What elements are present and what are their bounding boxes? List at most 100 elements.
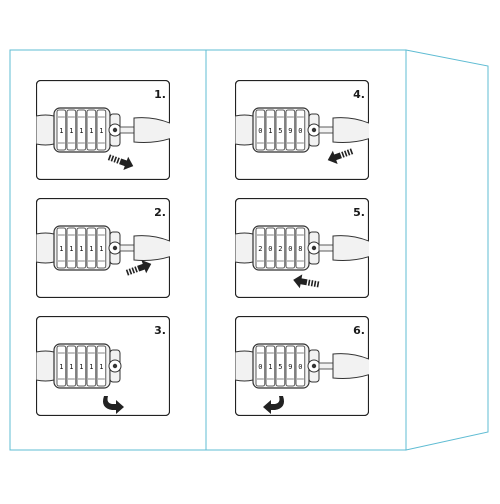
dial-wheel xyxy=(265,227,276,269)
combination-dial: 9 xyxy=(285,109,296,151)
arrow-body xyxy=(263,396,284,414)
combination-dial: 1 xyxy=(86,345,97,387)
keyhole-center xyxy=(311,245,317,251)
arrow-stripe xyxy=(349,148,354,155)
dial-wheel xyxy=(76,109,87,151)
step-number: 1. xyxy=(154,88,166,101)
rotate-arrow-icon xyxy=(103,396,124,414)
combination-dial: 0 xyxy=(285,227,296,269)
direction-arrow-icon xyxy=(327,148,354,164)
combination-dial: 2 xyxy=(275,227,286,269)
right-face xyxy=(405,49,489,451)
arrow-head xyxy=(293,274,308,289)
arrow-stripe xyxy=(116,157,120,164)
push-arrow-icon xyxy=(107,154,134,170)
combination-dial: 1 xyxy=(66,227,77,269)
dial-digit: 0 xyxy=(298,127,302,135)
combination-dial: 1 xyxy=(86,227,97,269)
combination-dial: 1 xyxy=(56,345,67,387)
dial-digit: 0 xyxy=(268,245,272,253)
direction-arrow-icon xyxy=(125,260,152,276)
combination-dial: 1 xyxy=(265,109,276,151)
dial-wheel xyxy=(295,109,306,151)
dial-digit: 8 xyxy=(298,245,302,253)
dial-digit: 1 xyxy=(79,127,83,135)
combination-dial: 1 xyxy=(56,227,67,269)
dial-wheel xyxy=(255,109,266,151)
dial-wheel xyxy=(265,345,276,387)
arrow-stripe xyxy=(128,268,133,275)
dial-wheel xyxy=(86,345,97,387)
dial-wheel xyxy=(86,109,97,151)
dial-wheel xyxy=(295,345,306,387)
dial-wheel xyxy=(66,227,77,269)
arrow-stripe xyxy=(113,156,118,163)
dial-wheel xyxy=(265,109,276,151)
dial-digit: 1 xyxy=(69,363,73,371)
combination-dial: 1 xyxy=(96,227,107,269)
direction-arrow-icon xyxy=(293,274,320,289)
combination-dial: 0 xyxy=(255,345,266,387)
combination-dial: 0 xyxy=(265,227,276,269)
dial-wheel xyxy=(56,227,67,269)
key-handle xyxy=(133,235,170,261)
dial-digit: 2 xyxy=(258,245,262,253)
dial-wheel xyxy=(285,109,296,151)
dial-wheel xyxy=(285,227,296,269)
arrow-stripe xyxy=(307,279,311,286)
dial-digit: 1 xyxy=(69,245,73,253)
combination-dial: 1 xyxy=(76,227,87,269)
key-handle xyxy=(332,353,369,379)
combination-dial: 1 xyxy=(66,109,77,151)
dial-wheel xyxy=(96,109,107,151)
arrow-stripe xyxy=(343,150,348,157)
step-number: 2. xyxy=(154,206,166,219)
dial-wheel xyxy=(56,109,67,151)
combination-dial: 9 xyxy=(285,345,296,387)
key-shaft xyxy=(318,244,334,252)
dial-digit: 1 xyxy=(59,245,63,253)
dial-digit: 2 xyxy=(278,245,282,253)
dial-wheel xyxy=(255,345,266,387)
dial-wheel xyxy=(96,227,107,269)
dial-digit: 5 xyxy=(278,363,282,371)
combination-dial: 0 xyxy=(295,109,306,151)
arrow-stripe xyxy=(341,151,345,158)
dial-wheel xyxy=(66,345,77,387)
combination-dial: 1 xyxy=(96,345,107,387)
direction-arrow-icon xyxy=(263,396,284,414)
step-number: 4. xyxy=(353,88,365,101)
keyhole-center xyxy=(112,245,118,251)
direction-arrow-icon xyxy=(107,154,134,170)
combination-dial: 0 xyxy=(295,345,306,387)
arrow-stripe xyxy=(134,266,138,273)
dial-digit: 1 xyxy=(268,363,272,371)
keyhole-center xyxy=(112,363,118,369)
dial-digit: 1 xyxy=(89,127,93,135)
dial-digit: 1 xyxy=(79,245,83,253)
combination-dial: 1 xyxy=(96,109,107,151)
cable xyxy=(36,232,55,264)
dial-wheel xyxy=(255,227,266,269)
combination-dial: 0 xyxy=(255,109,266,151)
arrow-stripe xyxy=(313,280,317,287)
dial-digit: 1 xyxy=(99,363,103,371)
arrow-stripe xyxy=(110,155,115,162)
arrow-head xyxy=(327,150,342,164)
arrow-stripe xyxy=(346,149,351,156)
dial-wheel xyxy=(66,109,77,151)
cable xyxy=(36,114,55,146)
cable xyxy=(36,350,55,382)
arrow-head xyxy=(137,260,152,274)
dial-wheel xyxy=(285,345,296,387)
